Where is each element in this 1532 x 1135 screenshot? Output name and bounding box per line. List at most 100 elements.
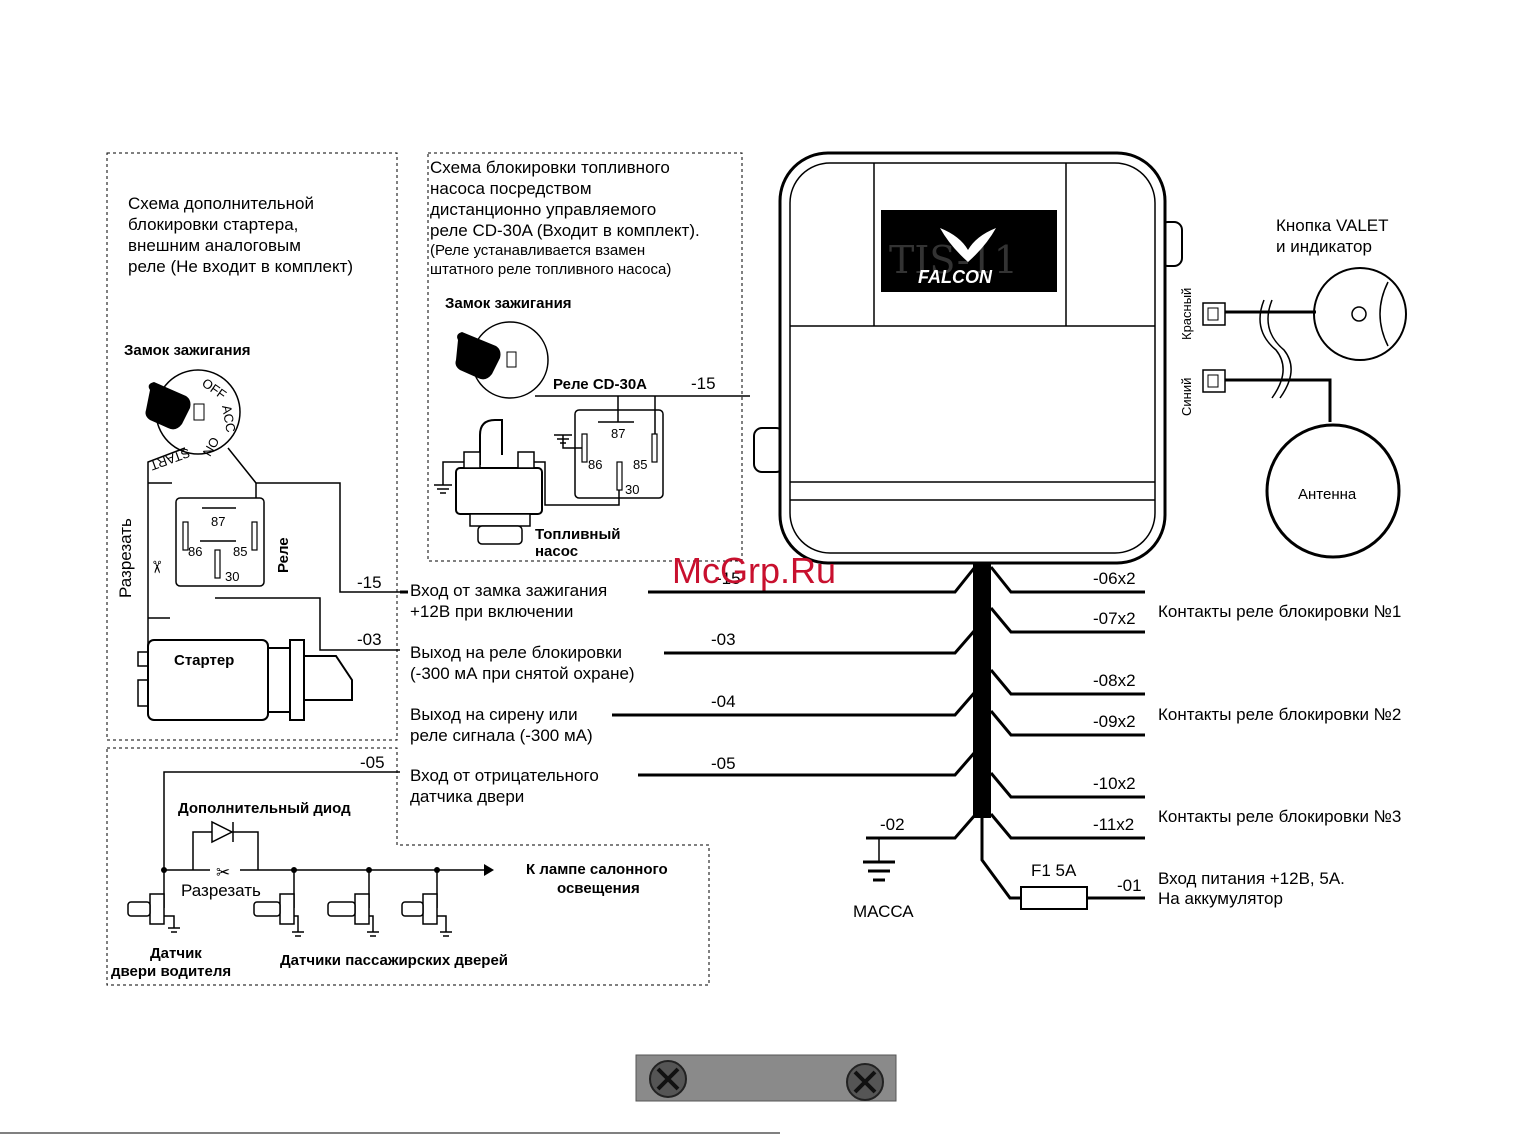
svg-text:дистанционно управляемого: дистанционно управляемого — [430, 200, 656, 219]
svg-text:Вход от замка зажигания: Вход от замка зажигания — [410, 581, 607, 600]
starter-relay — [175, 497, 265, 587]
svg-text:Выход на реле блокировки: Выход на реле блокировки — [410, 643, 622, 662]
fuel-block-frame — [427, 152, 743, 562]
passenger-sensors-label: Датчики пассажирских дверей — [280, 952, 508, 969]
door-sensor-driver-icon — [127, 870, 180, 933]
svg-text:+12В при включении: +12В при включении — [410, 602, 573, 621]
relay-contacts-2: Контакты реле блокировки №2 — [1158, 705, 1401, 724]
wire-06: -06х2 — [1093, 569, 1136, 588]
scissors-icon: ✂ — [216, 863, 230, 882]
wire-08: -08х2 — [1093, 671, 1136, 690]
driver-sensor-label: Датчик — [150, 945, 202, 962]
svg-text:штатного реле топливного насос: штатного реле топливного насоса) — [430, 261, 671, 278]
blue-wire-label: Синий — [1179, 378, 1194, 416]
alarm-unit — [753, 151, 1183, 565]
fuse-icon — [1020, 886, 1088, 910]
door-sensor-passenger-icon — [253, 870, 304, 937]
starter-block-title: Схема дополнительной блокировки стартера… — [128, 194, 353, 276]
wire-11: -11х2 — [1093, 815, 1134, 834]
svg-text:85: 85 — [633, 457, 647, 472]
antenna-icon — [1265, 423, 1401, 559]
falcon-logo-icon — [940, 228, 996, 262]
svg-text:реле сигнала (-300 мА): реле сигнала (-300 мА) — [410, 726, 593, 745]
wire-03: Выход на реле блокировки (-300 мА при сн… — [410, 630, 736, 683]
door-sensor-passenger-icon — [401, 870, 452, 937]
wire-09: -09х2 — [1093, 712, 1136, 731]
metal-plate-decoration — [635, 1054, 897, 1102]
door-block-frame — [106, 747, 710, 986]
ground-label: МАССА — [853, 902, 914, 921]
fuel-relay-label: Реле CD-30A — [553, 376, 647, 393]
main-harness — [973, 563, 991, 818]
ground-icon — [554, 434, 572, 444]
svg-text:(-300 мА при снятой охране): (-300 мА при снятой охране) — [410, 664, 635, 683]
svg-text:реле CD-30A (Входит в комплект: реле CD-30A (Входит в комплект). — [430, 221, 700, 240]
starter-relay-label: Реле — [275, 537, 292, 573]
svg-text:освещения: освещения — [557, 880, 640, 897]
svg-text:87: 87 — [611, 426, 625, 441]
svg-text:-15: -15 — [716, 569, 741, 588]
svg-text:Схема блокировки топливного: Схема блокировки топливного — [430, 158, 670, 177]
fuel-wire: -15 — [691, 374, 716, 393]
svg-text:(Реле устанавливается взамен: (Реле устанавливается взамен — [430, 242, 645, 259]
svg-text:86: 86 — [188, 544, 202, 559]
power-label: Вход питания +12В, 5А. — [1158, 869, 1345, 888]
svg-text:и индикатор: и индикатор — [1276, 237, 1372, 256]
unit-brand: FALCON — [918, 267, 993, 287]
svg-text:Выход на сирену или: Выход на сирену или — [410, 705, 578, 724]
valet-button-icon — [1313, 267, 1407, 361]
starter-motor-icon — [137, 639, 353, 721]
svg-text:ACC: ACC — [219, 404, 239, 434]
svg-text:Вход от отрицательного: Вход от отрицательного — [410, 766, 599, 785]
valet-connector-icon — [1202, 302, 1226, 393]
starter-wire-out: -03 — [357, 630, 382, 649]
wire-01: -01 — [1117, 876, 1142, 895]
fuel-pump-icon — [455, 419, 543, 545]
svg-text:87: 87 — [211, 514, 225, 529]
starter-cut-label: Разрезать — [116, 518, 135, 598]
fuel-ignition-lock-icon — [455, 321, 549, 399]
watermark: McGrp.Ru — [672, 550, 836, 591]
door-wire: -05 — [360, 753, 385, 772]
starter-ignition-label: Замок зажигания — [124, 342, 251, 359]
starter-block-frame — [106, 152, 398, 741]
svg-text:-05: -05 — [711, 754, 736, 773]
svg-text:На аккумулятор: На аккумулятор — [1158, 889, 1283, 908]
diode-icon — [192, 820, 259, 870]
fuse-label: F1 5A — [1031, 861, 1077, 880]
relay-contacts-3: Контакты реле блокировки №3 — [1158, 807, 1401, 826]
antenna-label: Антенна — [1298, 486, 1357, 503]
fuel-pump-label: Топливный — [535, 526, 621, 543]
fuel-block-title: Схема блокировки топливного насоса посре… — [430, 158, 700, 278]
diode-label: Дополнительный диод — [178, 800, 351, 817]
svg-text:насоса посредством: насоса посредством — [430, 179, 592, 198]
wire-05: Вход от отрицательного датчика двери -05 — [410, 754, 736, 806]
lamp-label: К лампе салонного — [526, 861, 668, 878]
ignition-lock-icon: OFF ACC ON START — [145, 369, 241, 473]
svg-text:-03: -03 — [711, 630, 736, 649]
wire-04: Выход на сирену или реле сигнала (-300 м… — [410, 692, 736, 745]
relay-contacts-1: Контакты реле блокировки №1 — [1158, 602, 1401, 621]
svg-text:-04: -04 — [711, 692, 736, 711]
svg-text:блокировки стартера,: блокировки стартера, — [128, 215, 298, 234]
svg-text:двери водителя: двери водителя — [111, 963, 231, 980]
svg-text:30: 30 — [225, 569, 239, 584]
svg-text:внешним аналоговым: внешним аналоговым — [128, 236, 301, 255]
scissors-icon: ✂ — [147, 560, 166, 574]
wire-15: Вход от замка зажигания +12В при включен… — [410, 569, 741, 621]
door-sensor-passenger-icon — [327, 870, 379, 937]
svg-text:85: 85 — [233, 544, 247, 559]
red-wire-label: Красный — [1179, 288, 1194, 340]
fuel-ignition-label: Замок зажигания — [445, 295, 572, 312]
svg-text:86: 86 — [588, 457, 602, 472]
valet-label: Кнопка VALET — [1276, 216, 1389, 235]
svg-text:30: 30 — [625, 482, 639, 497]
svg-text:насос: насос — [535, 543, 578, 560]
door-cut-label: Разрезать — [181, 881, 261, 900]
wire-07: -07х2 — [1093, 609, 1136, 628]
svg-text:реле (Не входит в комплект): реле (Не входит в комплект) — [128, 257, 353, 276]
starter-label: Стартер — [174, 652, 234, 669]
wire-10: -10х2 — [1093, 774, 1136, 793]
wire-02: -02 — [880, 815, 905, 834]
